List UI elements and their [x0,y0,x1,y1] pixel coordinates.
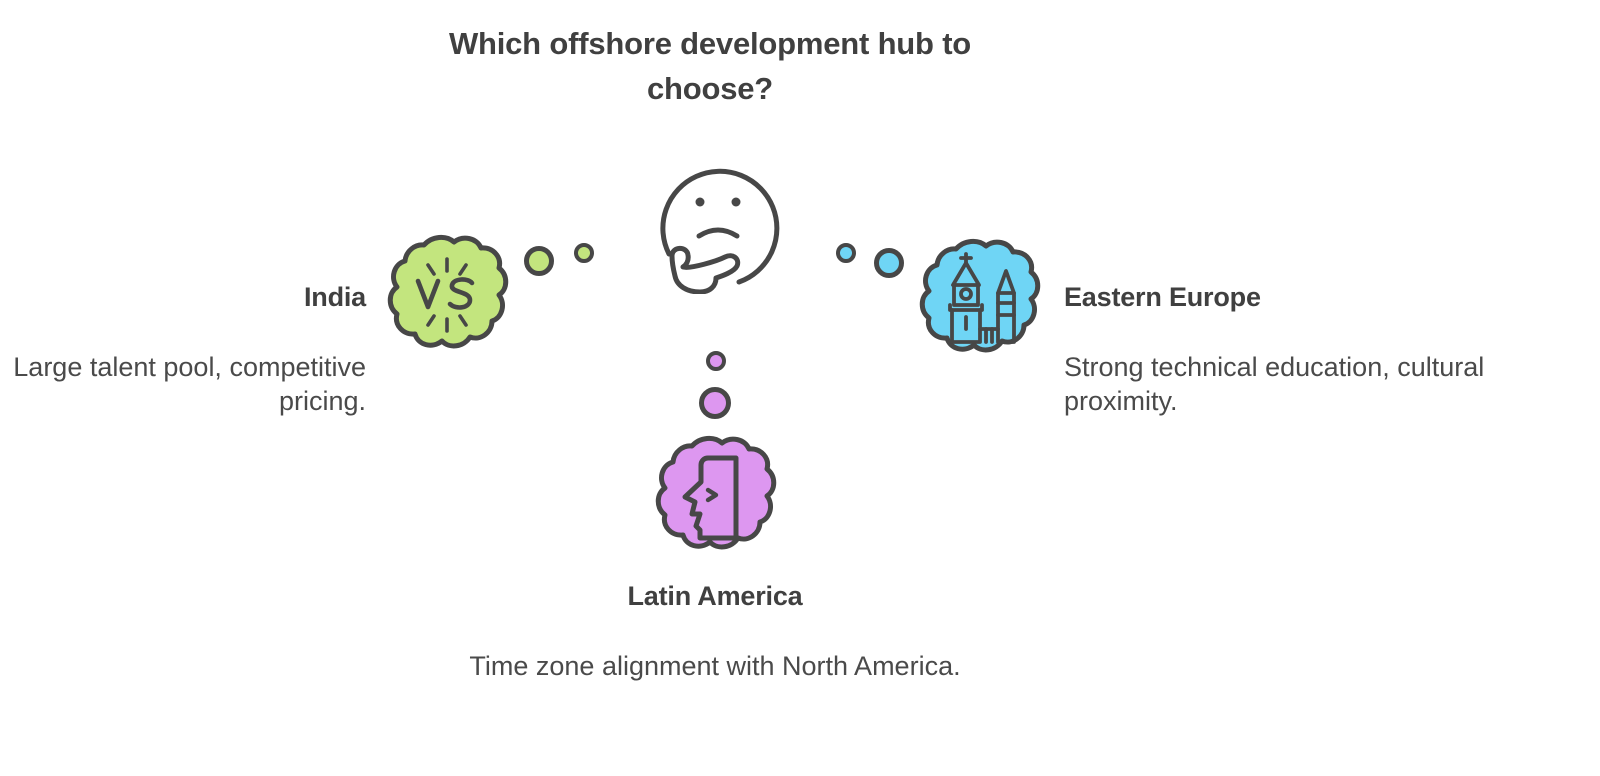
connector-dot-latin-america-small [706,351,726,371]
connector-dot-india-small [574,243,594,263]
option-description-india: Large talent pool, competitive pricing. [13,352,366,417]
option-blob-latin-america[interactable] [652,434,778,557]
option-blob-india[interactable] [384,233,510,356]
page-title: Which offshore development hub to choose… [448,26,972,106]
option-label-latin-america: Latin America [627,581,803,611]
connector-dot-eastern-europe-small [836,243,856,263]
connector-dot-latin-america-large [699,387,731,419]
option-label-india: India [303,282,366,312]
option-blob-eastern-europe[interactable] [916,237,1042,360]
thinking-face-icon [643,158,793,295]
connector-dot-india-large [524,246,554,276]
option-label-eastern-europe: Eastern Europe [1064,282,1261,312]
option-description-eastern-europe: Strong technical education, cultural pro… [1064,352,1485,417]
option-description-latin-america: Time zone alignment with North America. [469,651,961,681]
connector-dot-eastern-europe-large [874,248,904,278]
